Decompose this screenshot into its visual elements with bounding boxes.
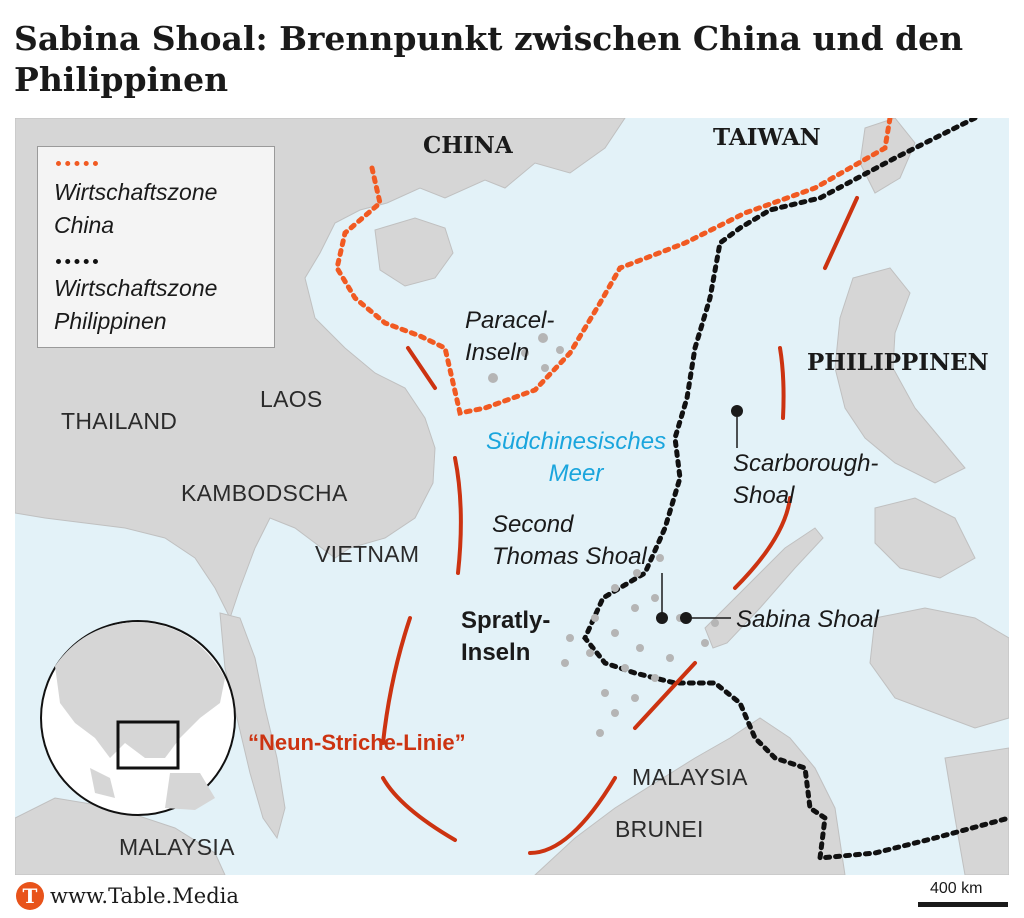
paracel-islands	[488, 333, 564, 383]
land-sumatra	[15, 797, 226, 875]
label-laos: LAOS	[260, 386, 323, 412]
label-paracel: Paracel- Inseln	[465, 307, 555, 366]
land-palawan	[704, 527, 824, 649]
philippines-zone-swatch	[56, 259, 98, 264]
label-scarborough: Scarborough- Shoal	[733, 450, 879, 509]
legend: Wirtschaftszone China Wirtschaftszone Ph…	[37, 146, 275, 348]
label-thailand: THAILAND	[61, 408, 178, 434]
label-sabina: Sabina Shoal	[736, 606, 879, 633]
label-malaysia-east: MALAYSIA	[632, 764, 748, 790]
china-zone-swatch	[56, 161, 98, 166]
label-brunei: BRUNEI	[615, 816, 704, 842]
label-spratly: Spratly- Inseln	[461, 607, 551, 666]
land-luzon	[834, 267, 966, 484]
sabina-marker	[680, 612, 731, 624]
label-taiwan: TAIWAN	[713, 124, 821, 151]
page-title: Sabina Shoal: Brennpunkt zwischen China …	[14, 19, 964, 99]
legend-philippines-zone: Wirtschaftszone Philippinen	[54, 275, 218, 334]
label-second-thomas: Second Thomas Shoal	[492, 511, 647, 570]
label-sea: Südchinesisches Meer	[485, 428, 667, 487]
label-philippinen: PHILIPPINEN	[807, 349, 989, 376]
footer-url[interactable]: www.Table.Media	[50, 884, 239, 908]
label-vietnam: VIETNAM	[315, 541, 420, 567]
china-zone-line	[334, 118, 893, 416]
map[interactable]: Wirtschaftszone China Wirtschaftszone Ph…	[15, 118, 1009, 875]
label-nine-dash: “Neun-Striche-Linie”	[248, 730, 466, 755]
second-thomas-marker	[656, 573, 668, 624]
land-sulawesi-edge	[944, 747, 1009, 875]
spratly-islands	[561, 554, 719, 737]
locator-globe	[40, 620, 236, 816]
land-hainan	[374, 217, 454, 287]
scale-label: 400 km	[930, 880, 983, 897]
table-media-logo-icon: T	[16, 882, 44, 910]
land-visayas	[874, 497, 976, 579]
label-china: CHINA	[423, 132, 513, 159]
legend-china-zone: Wirtschaftszone China	[54, 179, 218, 238]
label-kambodscha: KAMBODSCHA	[181, 480, 348, 506]
philippines-zone-line	[582, 118, 1009, 861]
scarborough-marker	[731, 405, 743, 448]
label-malaysia-west: MALAYSIA	[119, 834, 235, 860]
scale-bar	[918, 902, 1008, 907]
land-mindanao	[869, 607, 1009, 729]
nine-dash-line	[381, 196, 859, 855]
land-borneo	[534, 717, 846, 875]
